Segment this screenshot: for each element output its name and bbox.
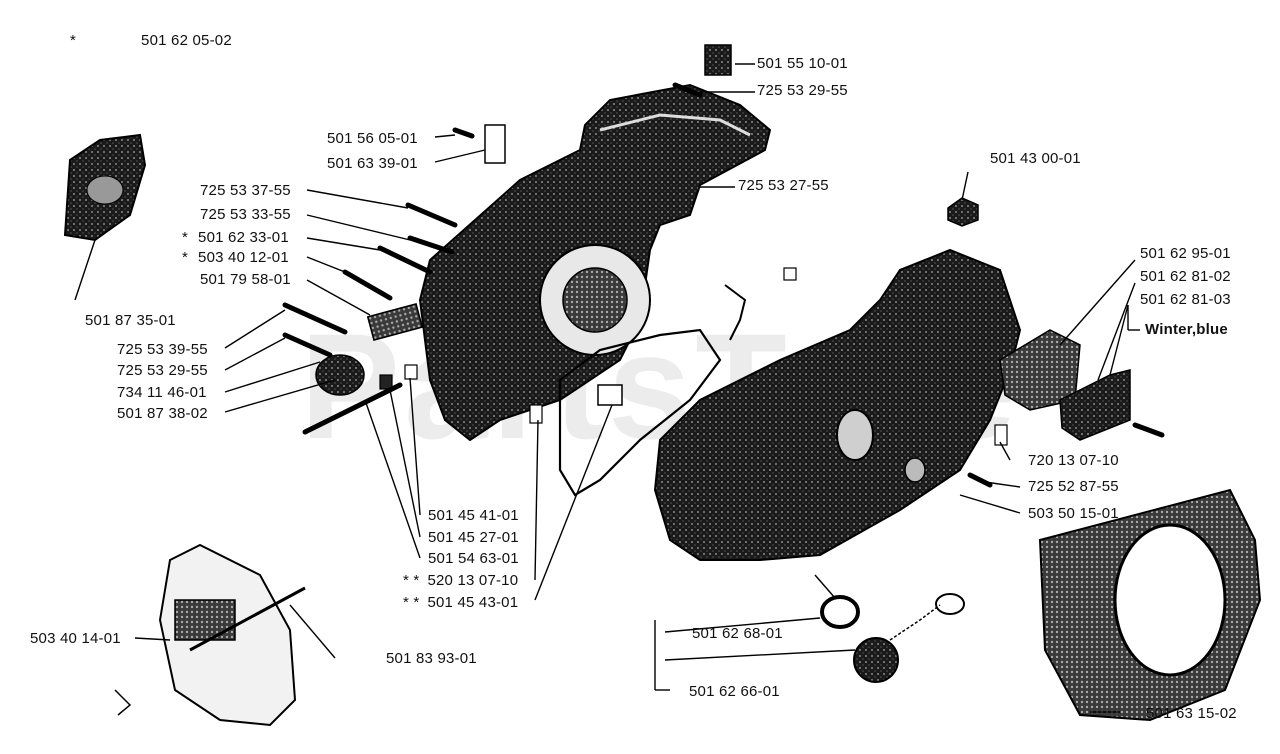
part-label: 725 52 87-55 xyxy=(1028,478,1119,495)
part-label: 720 13 07-10 xyxy=(1028,452,1119,469)
pin-part-2 xyxy=(994,424,1008,446)
oil-pump-assembly xyxy=(114,543,306,727)
part-label: *501 62 33-01 xyxy=(182,229,289,246)
seal-ring xyxy=(820,595,860,629)
part-label: * *520 13 07-10 xyxy=(403,572,519,589)
part-label: 725 53 29-55 xyxy=(117,362,208,379)
top-seal-part xyxy=(704,44,732,76)
part-label: 503 40 14-01 xyxy=(30,630,121,647)
part-label: 501 63 15-02 xyxy=(1146,705,1237,722)
gasket xyxy=(558,328,722,497)
part-label: 501 45 27-01 xyxy=(428,529,519,546)
part-label: 501 56 05-01 xyxy=(327,130,418,147)
part-label: 501 55 10-01 xyxy=(757,55,848,72)
part-label: 501 62 81-02 xyxy=(1140,268,1231,285)
part-label: *503 40 12-01 xyxy=(182,249,289,266)
part-label: 725 53 37-55 xyxy=(200,182,291,199)
part-label: 501 62 68-01 xyxy=(692,625,783,642)
part-label: 501 87 35-01 xyxy=(85,312,176,329)
nut-part xyxy=(947,197,979,227)
small-insert xyxy=(404,364,418,380)
part-label: 501 62 81-03 xyxy=(1140,291,1231,308)
cylinder-part xyxy=(315,354,365,396)
bracket-part xyxy=(484,124,506,164)
part-label: 725 53 27-55 xyxy=(738,177,829,194)
bolts xyxy=(282,82,1165,488)
filler-cap xyxy=(853,637,899,683)
part-label: 725 53 29-55 xyxy=(757,82,848,99)
part-label: 734 11 46-01 xyxy=(117,384,207,401)
part-label: 501 79 58-01 xyxy=(200,271,291,288)
pin-part xyxy=(529,404,543,424)
part-label: 501 87 38-02 xyxy=(117,405,208,422)
part-label: * *501 45 43-01 xyxy=(403,594,519,611)
gasket-segment xyxy=(724,284,747,341)
leader-lines xyxy=(74,63,1140,713)
small-block-part xyxy=(597,384,623,406)
block-part xyxy=(366,303,424,341)
part-label: 725 53 39-55 xyxy=(117,341,208,358)
part-label: 501 62 66-01 xyxy=(689,683,780,700)
part-label: 503 50 15-01 xyxy=(1028,505,1119,522)
crankcase-right-half xyxy=(653,248,1022,561)
part-label: 501 83 93-01 xyxy=(386,650,477,667)
part-label: 725 53 33-55 xyxy=(200,206,291,223)
crankcase-left-half xyxy=(418,83,772,442)
part-label: 501 63 39-01 xyxy=(327,155,418,172)
part-label: 501 45 41-01 xyxy=(428,507,519,524)
part-label: 501 62 95-01 xyxy=(1140,245,1231,262)
small-insert-dark xyxy=(379,374,393,390)
winter-note: Winter,blue xyxy=(1145,321,1228,338)
part-label: *501 62 05-02 xyxy=(70,32,232,49)
small-square-part xyxy=(783,267,797,281)
part-label: 501 43 00-01 xyxy=(990,150,1081,167)
part-label: 501 54 63-01 xyxy=(428,550,519,567)
